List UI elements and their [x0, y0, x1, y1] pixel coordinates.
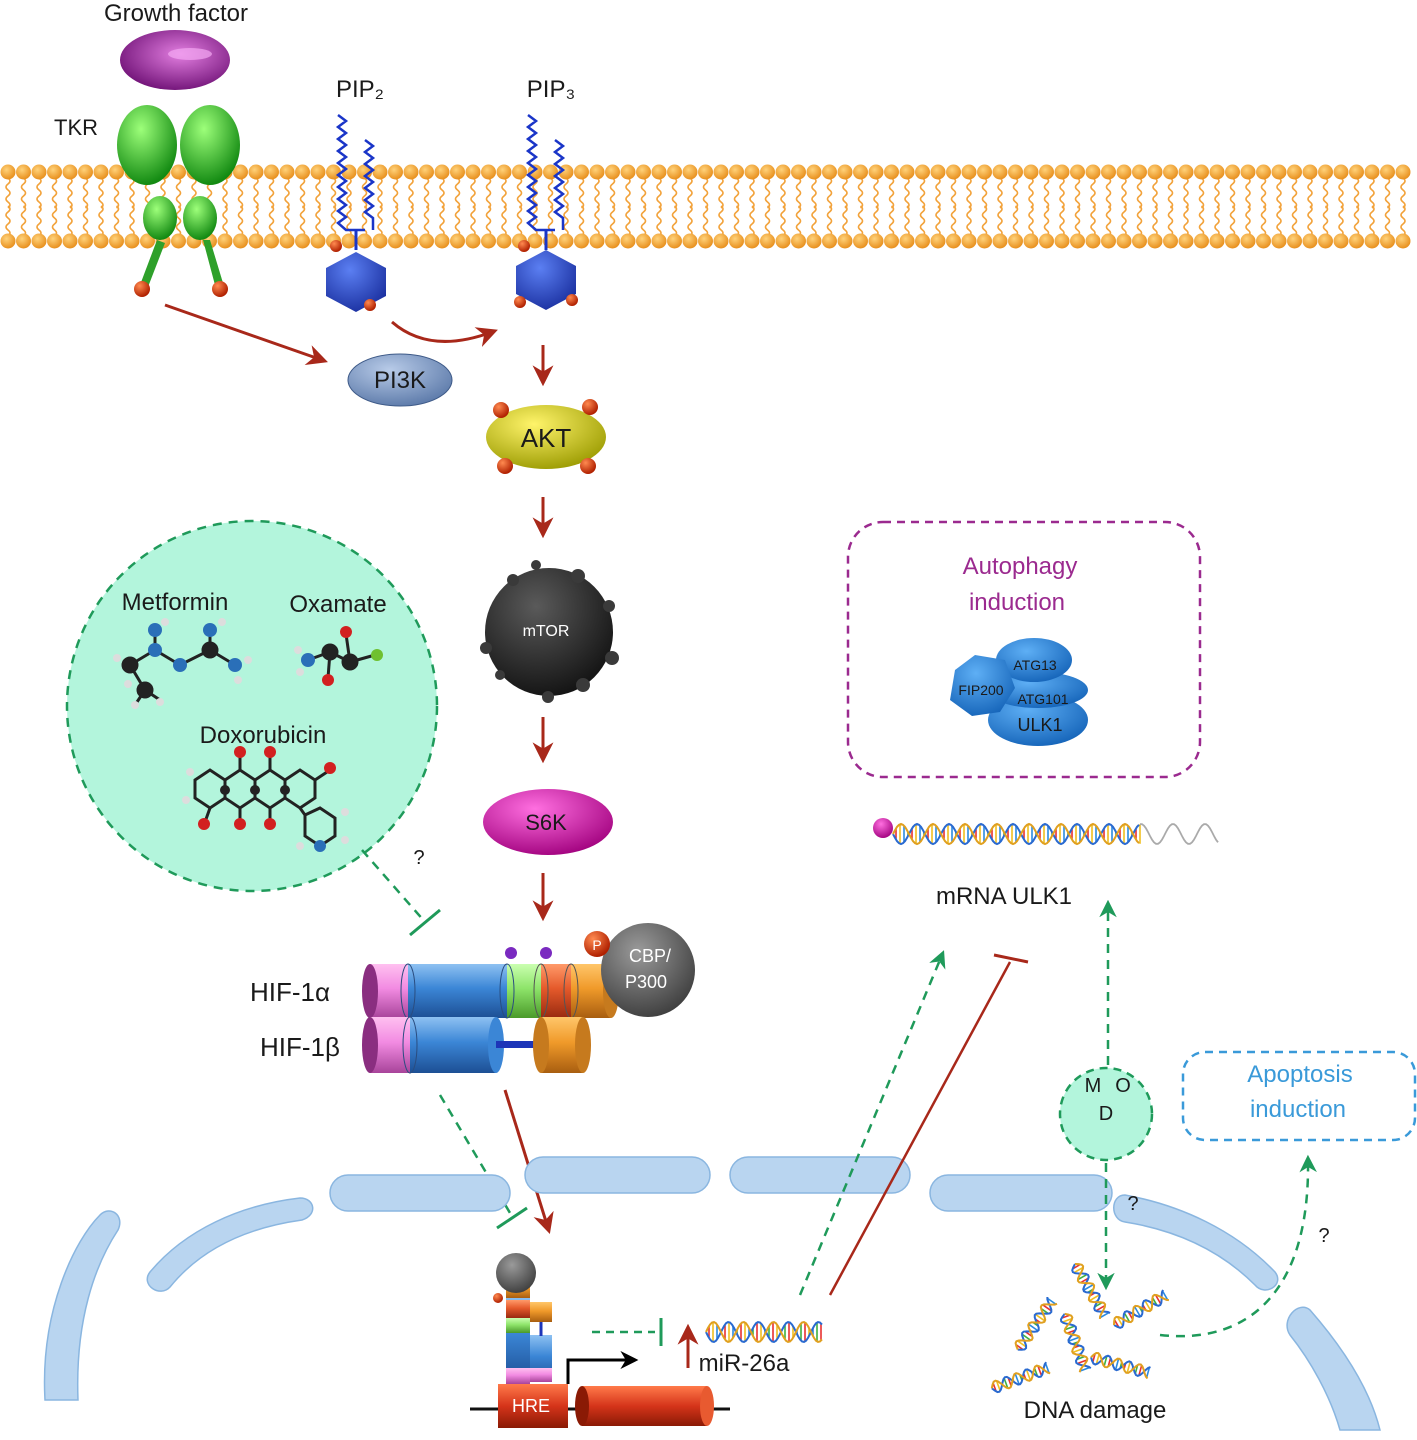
akt-ellipse: [486, 399, 606, 474]
phospho-label: P: [592, 937, 602, 953]
mod-d-label: D: [1098, 1103, 1114, 1125]
mod-m-label: M: [1084, 1075, 1102, 1097]
gene-hre: [470, 1253, 730, 1428]
tkr-to-pi3k-arrow: [164, 303, 328, 366]
hif1-complex: [362, 923, 695, 1074]
pip2-lipid: [326, 114, 386, 312]
s6k-label: S6K: [525, 810, 567, 835]
mod-o-label: O: [1115, 1075, 1131, 1097]
apoptosis-box: [1181, 1050, 1417, 1142]
hif-inhibition-bar: [496, 1206, 528, 1230]
apoptosis-question-label: ?: [1318, 1225, 1330, 1247]
cell-membrane: [0, 164, 1411, 249]
tkr-receptor: [117, 105, 240, 297]
cbp-label-line1: CBP/: [628, 946, 672, 966]
growth-factor-highlight: [168, 48, 212, 60]
mir-ulk1-inhibition-line: [828, 961, 1012, 1296]
mod-circle: [1058, 1066, 1154, 1162]
hif1a-label: HIF-1α: [249, 977, 331, 1007]
mrna-ulk1-label: mRNA ULK1: [935, 883, 1073, 910]
autophagy-label-line2: induction: [968, 589, 1066, 616]
mod-question-label: ?: [1127, 1193, 1139, 1215]
mrna-ulk1-strand: [892, 822, 1219, 846]
doxorubicin-label: Doxorubicin: [199, 722, 327, 749]
hre-label: HRE: [511, 1396, 551, 1416]
drug-circle: [65, 519, 439, 893]
pip3-label: PIP₃: [526, 76, 576, 103]
pi3k-ellipse: [347, 353, 453, 407]
dna-damage-fragments: [990, 1263, 1170, 1394]
autophagy-label-line1: Autophagy: [962, 553, 1078, 580]
autophagy-box: [846, 520, 1202, 779]
ulk1-complex: [950, 638, 1088, 746]
nucleus-membrane: [43, 1156, 1381, 1431]
mir-ulk1-inhibition-bar: [993, 953, 1029, 964]
oxamate-molecule: [294, 626, 383, 686]
pi3k-label: PI3K: [373, 367, 427, 394]
akt-label: AKT: [520, 423, 572, 453]
metformin-label: Metformin: [121, 589, 229, 616]
apoptosis-label-line1: Apoptosis: [1247, 1061, 1353, 1088]
s6k-ellipse: [483, 789, 613, 855]
atg13-label: ATG13: [1013, 657, 1057, 673]
pip2-to-pip3-arrow: [391, 320, 498, 347]
cbp-label-line2: P300: [624, 972, 668, 992]
growth-factor-label: Growth factor: [103, 0, 249, 27]
hif-to-hre-arrow: [503, 1089, 554, 1235]
dna-to-apoptosis-arrow: [1159, 1154, 1317, 1338]
growth-factor-ellipse: [120, 30, 230, 90]
mir26a-label: miR-26a: [698, 1350, 790, 1377]
tkr-label: TKR: [54, 115, 98, 140]
hif1b-label: HIF-1β: [260, 1032, 340, 1062]
ulk1-label: ULK1: [1017, 715, 1063, 735]
drug-question-label: ?: [413, 847, 425, 869]
doxorubicin-molecule: [182, 746, 349, 852]
apoptosis-label-line2: induction: [1249, 1096, 1347, 1123]
mtor-sphere: [480, 560, 619, 703]
mtor-label: mTOR: [522, 623, 570, 640]
oxamate-label: Oxamate: [289, 591, 387, 618]
dna-damage-label: DNA damage: [1023, 1397, 1167, 1424]
mrna-cap: [873, 818, 893, 838]
drug-inhibition-bar: [409, 908, 441, 937]
fip200-label: FIP200: [958, 682, 1004, 698]
pip3-lipid: [514, 114, 578, 310]
metformin-molecule: [113, 618, 252, 709]
pip2-label: PIP₂: [336, 76, 384, 103]
atg101-label: ATG101: [1017, 691, 1069, 707]
mir-ulk1-activation-line: [798, 950, 946, 1296]
mir26a-helix: [705, 1321, 823, 1343]
